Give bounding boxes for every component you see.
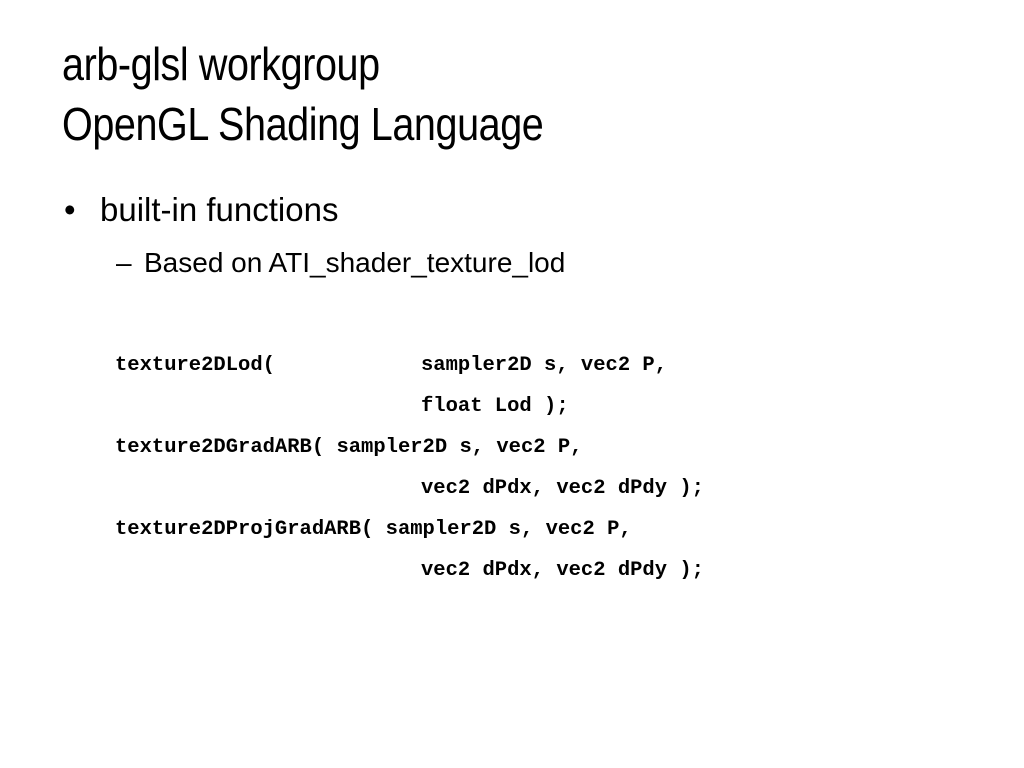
code-function-name [115, 386, 421, 427]
code-function-name: texture2DLod( [115, 354, 275, 377]
code-arguments: sampler2D s, vec2 P, [324, 436, 583, 459]
code-line: texture2DProjGradARB( sampler2D s, vec2 … [115, 509, 704, 550]
subbullet-text: Based on ATI_shader_texture_lod [144, 247, 566, 278]
code-line: texture2DGradARB( sampler2D s, vec2 P, [115, 427, 704, 468]
bullet-item: • built-in functions [64, 190, 338, 230]
code-function-name [115, 550, 421, 591]
code-line: vec2 dPdx, vec2 dPdy ); [115, 468, 704, 509]
bullet-marker: • [64, 191, 76, 228]
code-function-name [115, 468, 421, 509]
code-arguments: sampler2D s, vec2 P, [373, 518, 632, 541]
code-arguments: vec2 dPdx, vec2 dPdy ); [421, 477, 704, 500]
code-arguments: float Lod ); [421, 395, 569, 418]
code-block: texture2DLod( sampler2D s, vec2 P, float … [115, 345, 704, 591]
code-function-name: texture2DGradARB( [115, 436, 325, 459]
code-line: vec2 dPdx, vec2 dPdy ); [115, 550, 704, 591]
subbullet-marker: – [116, 247, 132, 278]
code-arguments: sampler2D s, vec2 P, [421, 354, 668, 377]
code-line: float Lod ); [115, 386, 704, 427]
title-line-2: OpenGL Shading Language [62, 98, 544, 150]
title-line-1: arb-glsl workgroup [62, 38, 380, 90]
subbullet-item: –Based on ATI_shader_texture_lod [116, 246, 565, 280]
code-line: texture2DLod( sampler2D s, vec2 P, [115, 345, 704, 386]
slide-title: arb-glsl workgroup OpenGL Shading Langua… [62, 34, 836, 154]
code-arguments: vec2 dPdx, vec2 dPdy ); [421, 559, 704, 582]
bullet-text: built-in functions [100, 191, 339, 228]
code-function-name: texture2DProjGradARB( [115, 518, 374, 541]
